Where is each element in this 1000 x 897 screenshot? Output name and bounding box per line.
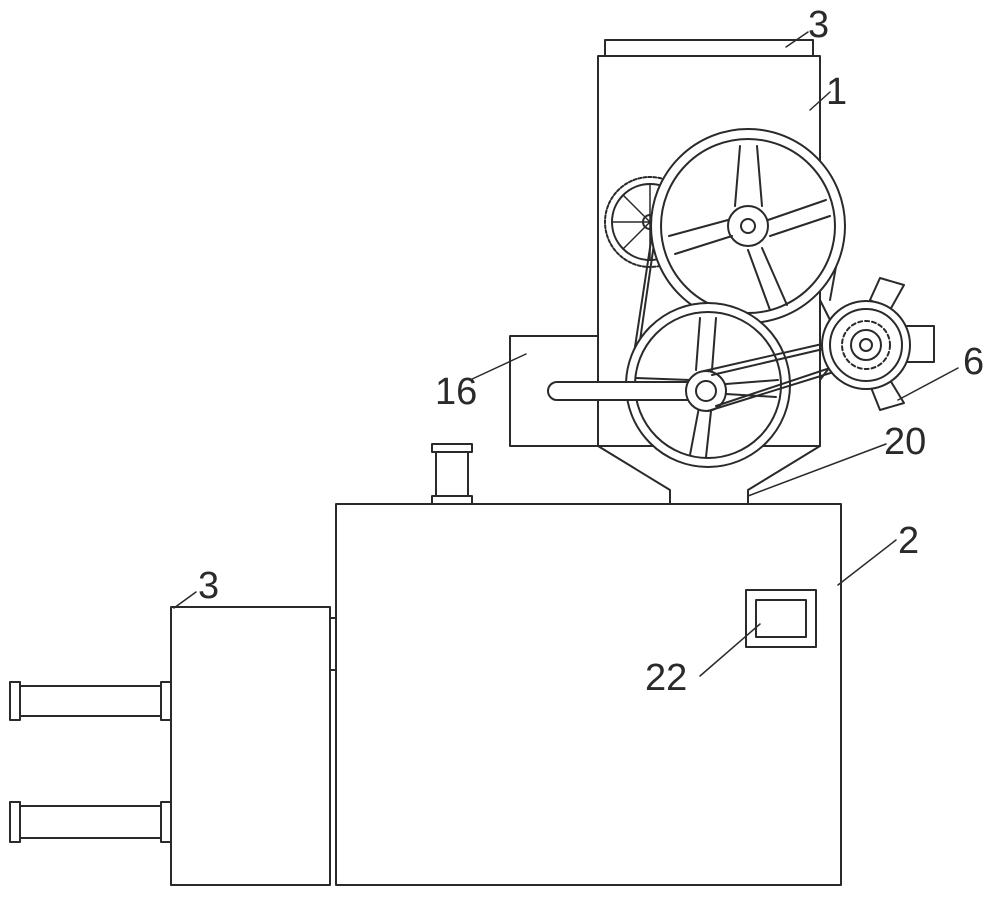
control-panel bbox=[745, 589, 817, 648]
label-side-fan: 6 bbox=[963, 341, 984, 383]
leader-lines bbox=[173, 31, 959, 677]
drive-belt bbox=[703, 333, 867, 412]
label-lower-body: 2 bbox=[898, 520, 919, 562]
label-top-cover: 3 bbox=[808, 4, 829, 46]
outlet-pipe-lower bbox=[9, 801, 172, 843]
label-side-box: 16 bbox=[435, 371, 477, 413]
label-upper-housing: 1 bbox=[826, 71, 847, 113]
top-nozzle bbox=[431, 443, 473, 505]
label-control-panel: 22 bbox=[645, 657, 687, 699]
label-funnel: 20 bbox=[884, 421, 926, 463]
label-side-unit: 3 bbox=[198, 565, 219, 607]
lower-body bbox=[335, 503, 842, 886]
outlet-pipe-upper bbox=[9, 681, 172, 721]
side-fan bbox=[819, 277, 935, 411]
crank-lever bbox=[547, 370, 727, 412]
upper-pulley bbox=[650, 128, 846, 324]
funnel bbox=[597, 445, 821, 505]
side-unit bbox=[170, 606, 337, 886]
